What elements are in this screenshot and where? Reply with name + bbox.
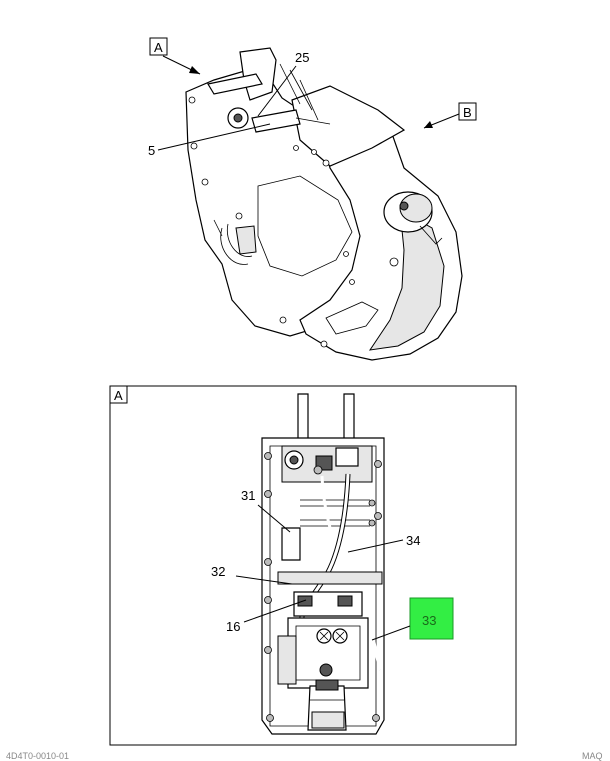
callout-34: 34 [347,533,420,553]
inset-label-box [109,385,128,404]
callout-32: 32 [211,564,293,585]
figure-id: 4D4T0-0010-01 [6,751,69,761]
figure-code: MAQ [582,751,603,761]
inset-assembly-illustration [261,393,385,735]
callout-25: 25 [257,50,309,117]
callout-32-label: 32 [211,564,225,579]
view-a-marker: A [149,37,201,75]
callout-31-label: 31 [241,488,255,503]
callout-16-label: 16 [226,619,240,634]
callout-25-label: 25 [295,50,309,65]
iso-assembly-illustration [185,47,463,361]
callout-33-label[interactable]: 33 [422,613,436,628]
callout-33-highlight-box[interactable] [409,597,454,640]
view-b-marker: B [423,102,477,129]
callout-5: 5 [148,123,271,158]
view-b-label: B [463,105,472,120]
callout-31: 31 [241,488,291,533]
callout-5-label: 5 [148,143,155,158]
callout-16: 16 [226,599,307,634]
view-a-label: A [154,40,163,55]
callout-34-label: 34 [406,533,420,548]
callout-33-highlight[interactable]: 33 [371,597,454,641]
inset-view-label: A [114,388,123,403]
